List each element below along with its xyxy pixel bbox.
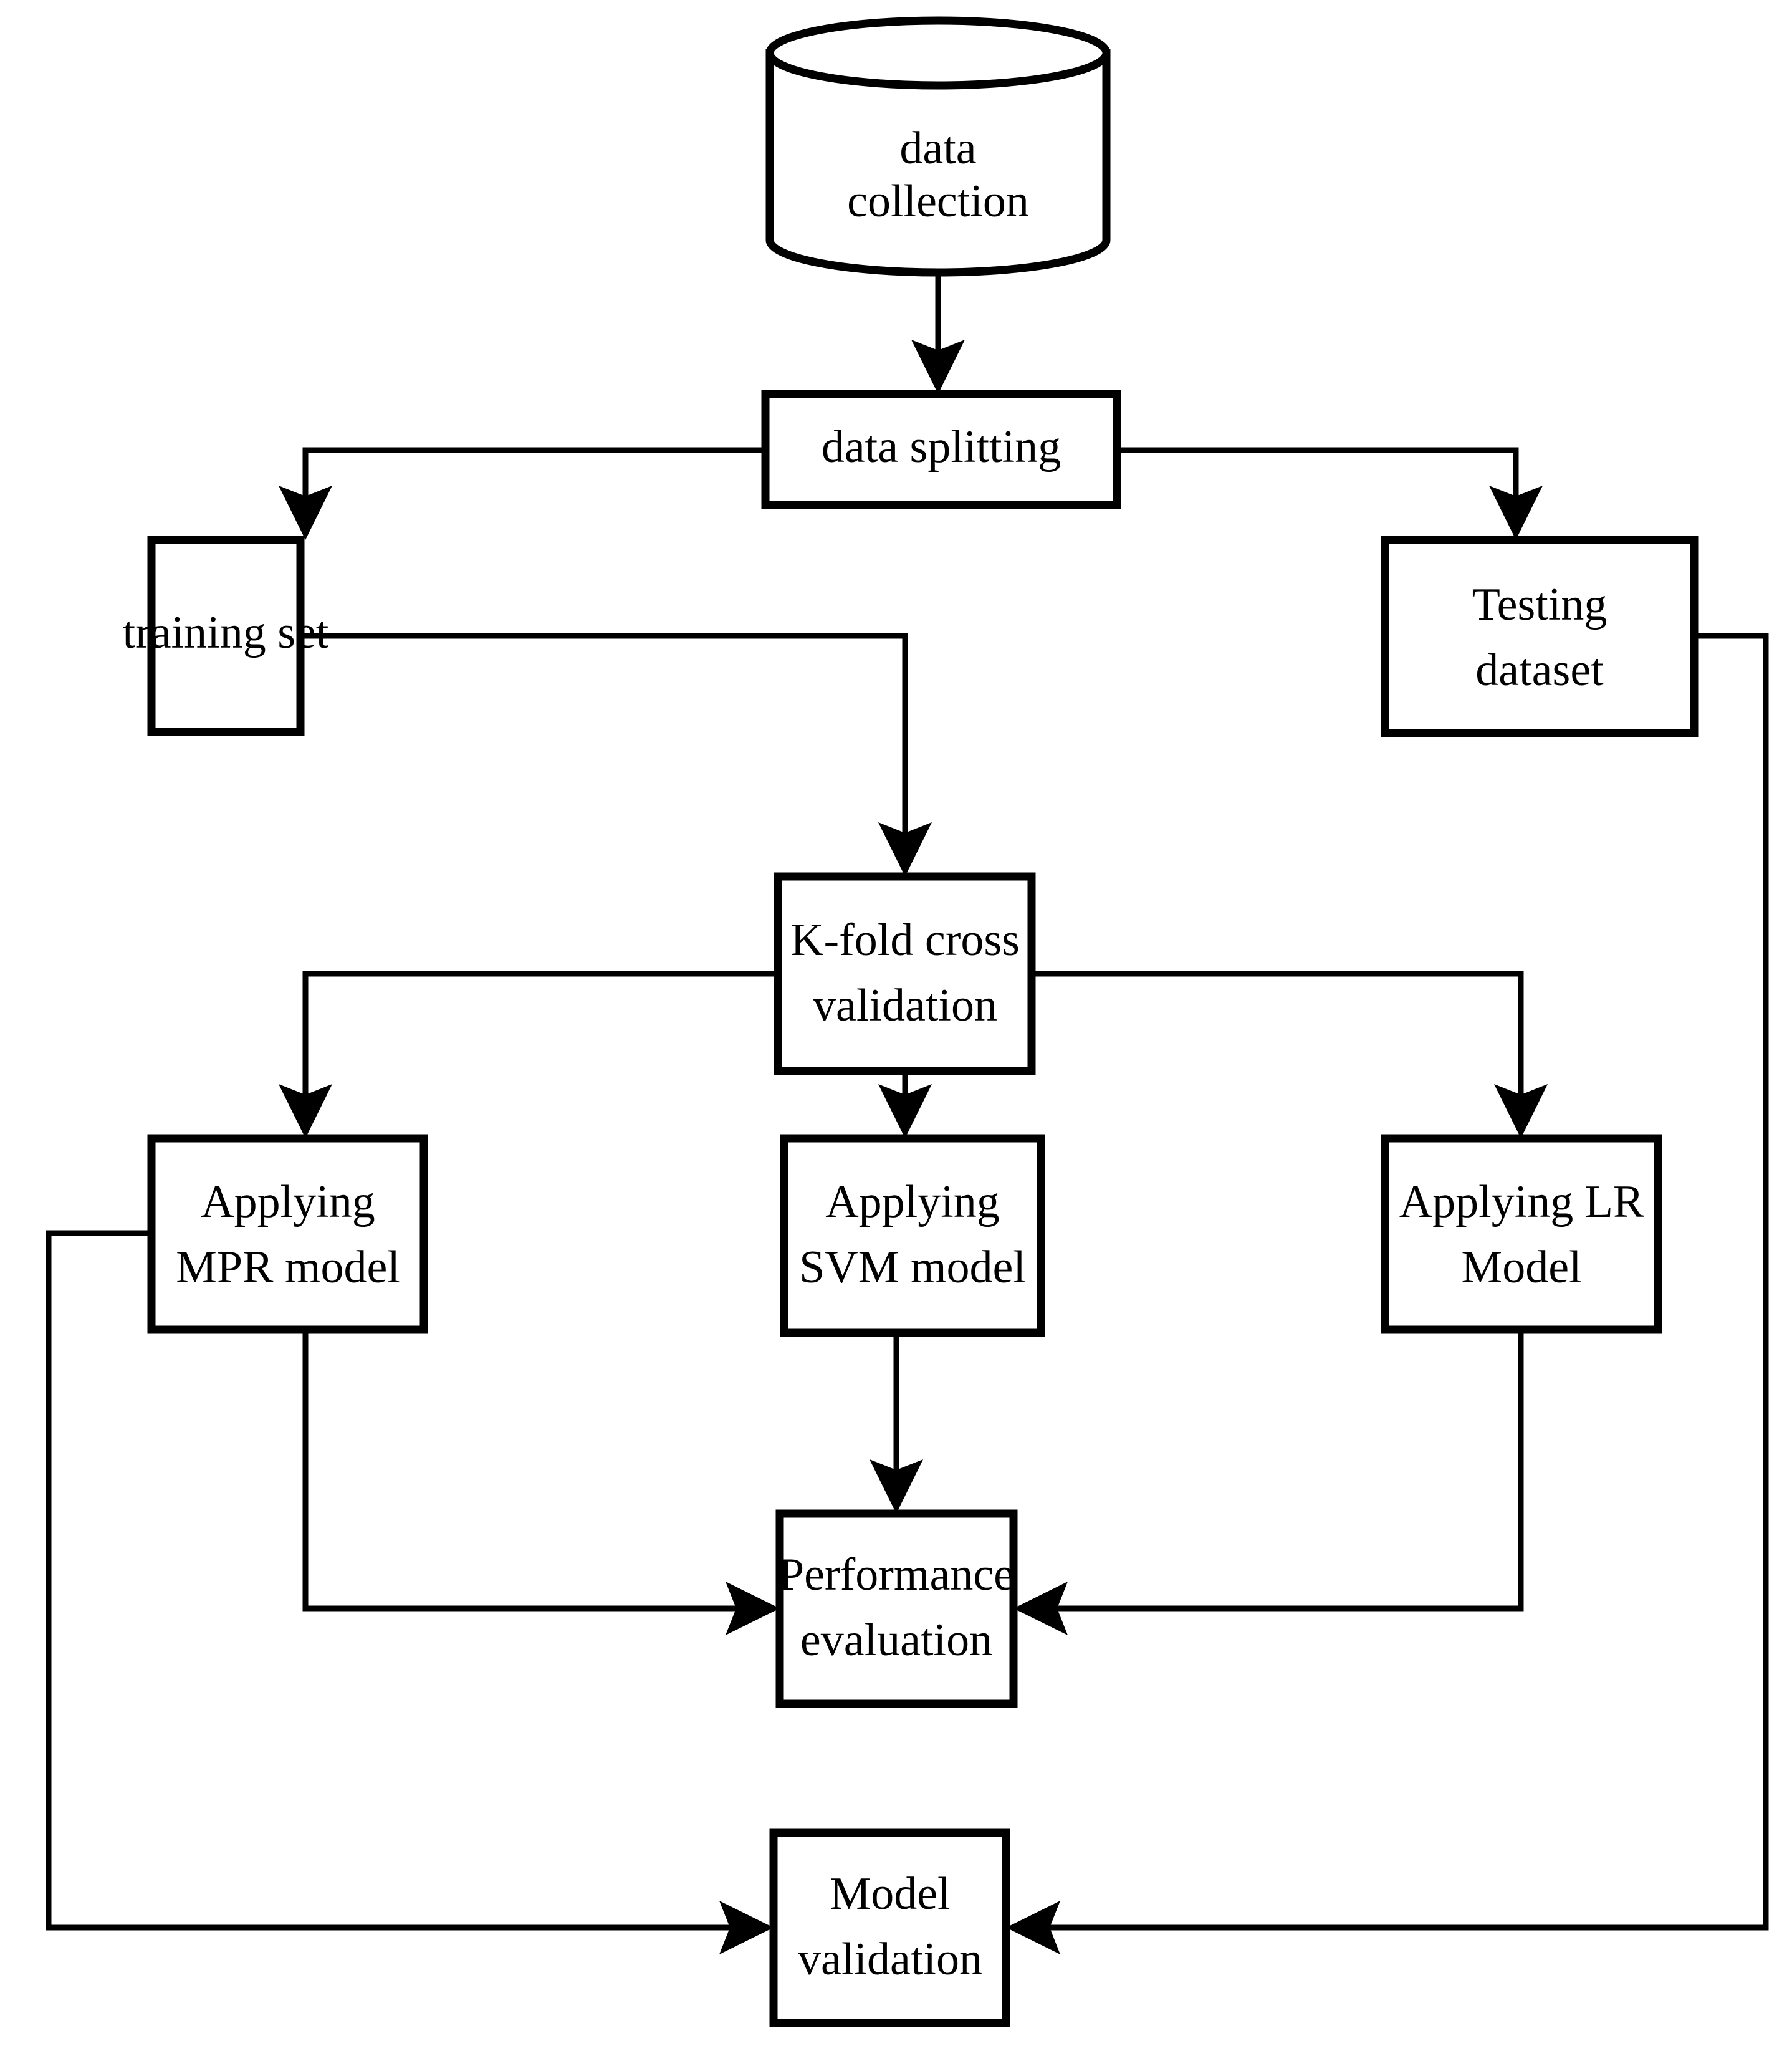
node-label-training-set-line1: training set bbox=[123, 607, 329, 658]
edge-kfold-to-svm-model bbox=[878, 1071, 932, 1138]
node-label-performance-evaluation-line1: Performance bbox=[779, 1549, 1014, 1600]
node-label-model-validation-line2: validation bbox=[798, 1934, 982, 1985]
node-applying-svm-model[interactable]: Applying SVM model bbox=[780, 1134, 1045, 1337]
edge-training-set-to-kfold bbox=[300, 633, 932, 877]
node-label-testing-dataset-line1: Testing bbox=[1472, 579, 1608, 630]
node-label-svm-line1: Applying bbox=[825, 1176, 1000, 1227]
node-label-model-validation-line1: Model bbox=[830, 1868, 950, 1919]
edge-testing-dataset-to-model-validation bbox=[1006, 633, 1769, 1954]
edge-mpr-model-to-model-validation bbox=[46, 1230, 774, 1954]
edge-mpr-model-to-performance-evaluation bbox=[302, 1330, 780, 1635]
node-label-mpr-line1: Applying bbox=[201, 1176, 375, 1227]
edge-data-splitting-to-testing-dataset bbox=[1117, 447, 1543, 540]
node-label-testing-dataset-line2: dataset bbox=[1475, 645, 1604, 696]
node-label-data-collection-line2: collection bbox=[847, 176, 1029, 227]
edge-kfold-to-mpr-model bbox=[279, 971, 778, 1138]
node-performance-evaluation[interactable]: Performance evaluation bbox=[775, 1509, 1018, 1708]
edge-svm-model-to-performance-evaluation bbox=[870, 1333, 923, 1514]
node-applying-mpr-model[interactable]: Applying MPR model bbox=[147, 1134, 428, 1334]
edge-data-splitting-to-training-set bbox=[279, 447, 765, 540]
node-label-kfold-line1: K-fold cross bbox=[790, 915, 1020, 966]
node-label-performance-evaluation-line2: evaluation bbox=[800, 1615, 992, 1666]
node-kfold-cross-validation[interactable]: K-fold cross validation bbox=[774, 872, 1036, 1075]
node-data-splitting[interactable]: data splitting bbox=[761, 390, 1121, 509]
node-label-data-collection-line1: data bbox=[899, 123, 976, 174]
edge-lr-model-to-performance-evaluation bbox=[1013, 1330, 1524, 1635]
node-data-collection[interactable]: data collection bbox=[765, 16, 1111, 277]
edge-kfold-to-lr-model bbox=[1032, 971, 1548, 1138]
node-label-svm-line2: SVM model bbox=[799, 1242, 1026, 1293]
node-testing-dataset[interactable]: Testing dataset bbox=[1381, 536, 1699, 737]
node-label-lr-line1: Applying LR bbox=[1399, 1176, 1644, 1227]
node-applying-lr-model[interactable]: Applying LR Model bbox=[1381, 1134, 1662, 1334]
node-model-validation[interactable]: Model validation bbox=[769, 1828, 1010, 2027]
node-label-data-splitting-line1: data splitting bbox=[822, 421, 1061, 473]
node-label-kfold-line2: validation bbox=[813, 980, 997, 1031]
edge-data-collection-to-data-splitting bbox=[911, 268, 965, 394]
node-label-lr-line2: Model bbox=[1461, 1242, 1581, 1293]
node-label-mpr-line2: MPR model bbox=[176, 1242, 400, 1293]
node-training-set[interactable]: training set bbox=[123, 536, 329, 736]
